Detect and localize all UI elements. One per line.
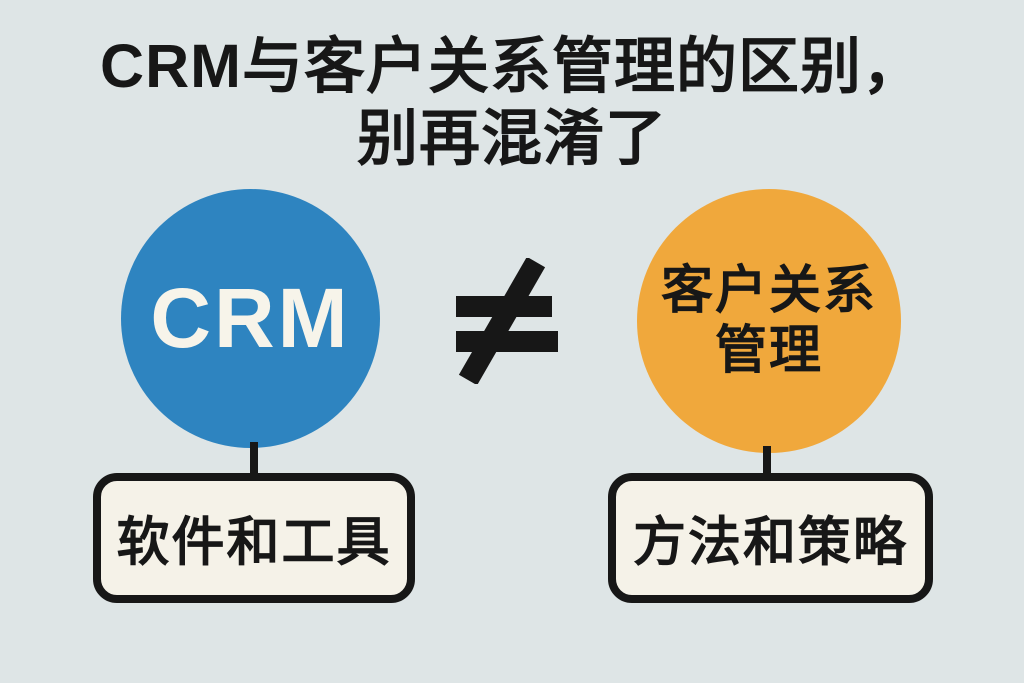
crm-management-circle: 客户关系 管理 [637, 189, 901, 453]
methods-strategies-label: 方法和策略 [633, 513, 908, 572]
crm-circle-label: CRM [150, 271, 351, 365]
title-line-1: CRM与客户关系管理的区别， [100, 32, 924, 100]
right-connector-line [763, 446, 771, 475]
software-tools-box: 软件和工具 [93, 473, 415, 603]
left-connector-line [250, 442, 258, 475]
crm-management-label-line2: 管理 [714, 322, 823, 380]
title-line-2: 别再混淆了 [356, 104, 667, 172]
methods-strategies-box: 方法和策略 [608, 473, 933, 603]
page-title: CRM与客户关系管理的区别， 别再混淆了 [0, 30, 1024, 174]
software-tools-label: 软件和工具 [116, 513, 392, 572]
crm-management-label-line1: 客户关系 [660, 262, 877, 320]
not-equal-icon [452, 258, 566, 384]
crm-circle: CRM [121, 189, 380, 448]
